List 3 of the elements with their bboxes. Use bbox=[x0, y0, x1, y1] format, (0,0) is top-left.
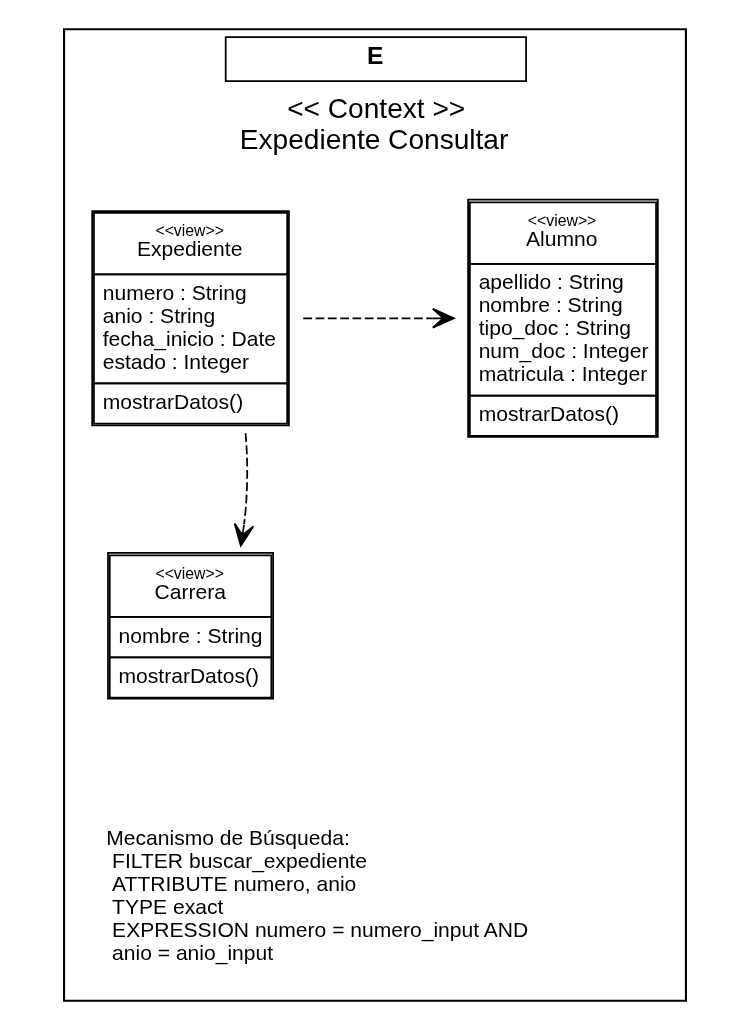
node-text: Mecanismo de Búsqueda: FILTER buscar_expediente ATTRIBUTE numero, anio TYPE exact EXPRESSION numero = numero_input AND anio = anio_input bbox=[106, 826, 529, 964]
arrow bbox=[302, 307, 455, 329]
arrow bbox=[233, 432, 255, 547]
